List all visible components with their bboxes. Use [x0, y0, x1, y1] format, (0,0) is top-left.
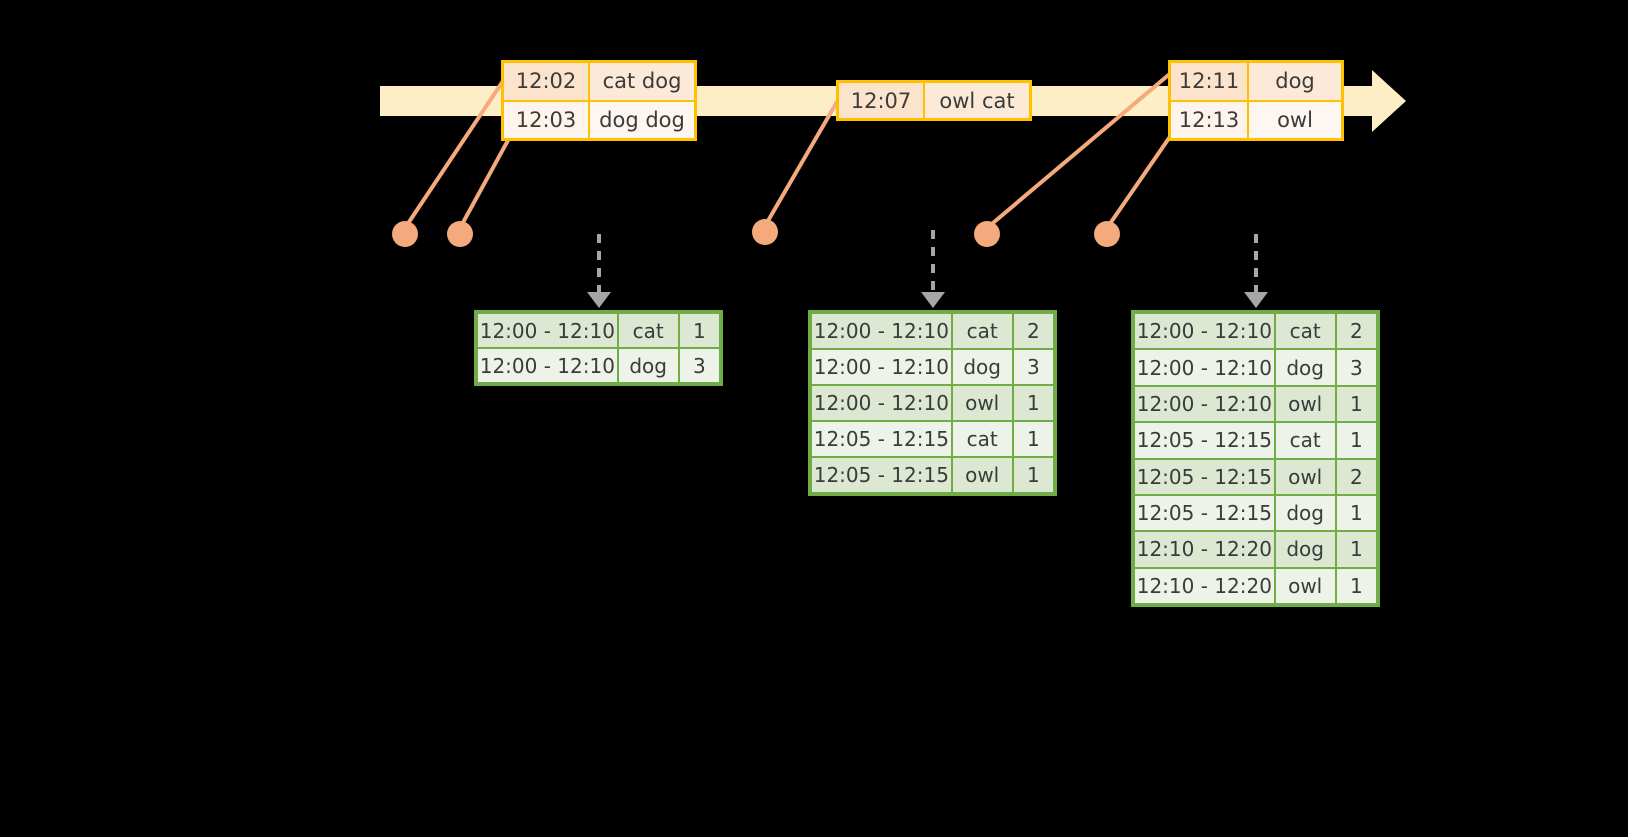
- event-row: 12:13 owl: [1171, 99, 1341, 138]
- table-row: 12:00 - 12:10 cat 2: [1135, 314, 1376, 349]
- cell-count: 2: [1013, 314, 1053, 348]
- cell-key: cat: [1275, 423, 1337, 458]
- table-row: 12:00 - 12:10 dog 3: [812, 348, 1053, 384]
- table-row: 12:00 - 12:10 owl 1: [1135, 384, 1376, 422]
- cell-window: 12:05 - 12:15: [1135, 423, 1276, 458]
- cell-key: cat: [952, 314, 1014, 348]
- event-time: 12:03: [504, 101, 590, 138]
- cell-window: 12:00 - 12:10: [478, 349, 619, 382]
- cell-window: 12:05 - 12:15: [812, 458, 953, 492]
- cell-count: 1: [1336, 423, 1376, 458]
- down-arrow-2-icon: [921, 230, 945, 308]
- cell-key: owl: [952, 458, 1014, 492]
- cell-key: cat: [618, 314, 680, 347]
- cell-key: dog: [952, 350, 1014, 384]
- cell-key: owl: [1275, 459, 1337, 494]
- cell-key: dog: [1275, 532, 1337, 567]
- event-row: 12:03 dog dog: [504, 99, 694, 138]
- event-time: 12:11: [1171, 63, 1249, 100]
- cell-key: owl: [1275, 386, 1337, 422]
- table-row: 12:00 - 12:10 cat 1: [478, 314, 719, 347]
- cell-key: cat: [952, 422, 1014, 456]
- cell-count: 1: [1013, 458, 1053, 492]
- event-words: cat dog: [590, 63, 694, 100]
- table-row: 12:10 - 12:20 dog 1: [1135, 530, 1376, 567]
- cell-count: 1: [1013, 386, 1053, 420]
- table-row: 12:00 - 12:10 cat 2: [812, 314, 1053, 348]
- event-row: 12:02 cat dog: [504, 63, 694, 100]
- table-row: 12:00 - 12:10 owl 1: [812, 384, 1053, 420]
- aggregate-table-3: 12:00 - 12:10 cat 2 12:00 - 12:10 dog 3 …: [1131, 310, 1380, 607]
- cell-key: dog: [1275, 350, 1337, 385]
- cell-count: 3: [1336, 350, 1376, 385]
- cell-window: 12:00 - 12:10: [478, 314, 619, 347]
- cell-window: 12:05 - 12:15: [1135, 459, 1276, 494]
- table-row: 12:05 - 12:15 owl 1: [812, 456, 1053, 492]
- event-row: 12:07 owl cat: [839, 83, 1029, 118]
- cell-count: 1: [1013, 422, 1053, 456]
- cell-window: 12:00 - 12:10: [812, 314, 953, 348]
- cell-count: 3: [679, 349, 719, 382]
- cell-key: owl: [952, 386, 1014, 420]
- cell-count: 1: [1336, 532, 1376, 567]
- cell-window: 12:00 - 12:10: [1135, 350, 1276, 385]
- cell-window: 12:00 - 12:10: [812, 386, 953, 420]
- cell-count: 1: [1336, 495, 1376, 531]
- cell-count: 1: [679, 314, 719, 347]
- cell-key: dog: [618, 349, 680, 382]
- table-row: 12:00 - 12:10 dog 3: [478, 347, 719, 382]
- event-words: dog: [1249, 63, 1341, 100]
- table-row: 12:05 - 12:15 cat 1: [812, 420, 1053, 456]
- down-arrow-3-icon: [1244, 234, 1268, 308]
- cell-key: dog: [1275, 495, 1337, 531]
- table-row: 12:05 - 12:15 owl 2: [1135, 457, 1376, 494]
- cell-window: 12:10 - 12:20: [1135, 568, 1276, 603]
- cell-count: 2: [1336, 459, 1376, 494]
- event-box-3: 12:11 dog 12:13 owl: [1168, 60, 1344, 141]
- aggregate-table-1: 12:00 - 12:10 cat 1 12:00 - 12:10 dog 3: [474, 310, 723, 386]
- cell-window: 12:05 - 12:15: [812, 422, 953, 456]
- event-time: 12:07: [839, 83, 925, 118]
- cell-window: 12:00 - 12:10: [1135, 386, 1276, 422]
- event-time: 12:02: [504, 63, 590, 100]
- cell-window: 12:05 - 12:15: [1135, 495, 1276, 531]
- table-row: 12:05 - 12:15 dog 1: [1135, 493, 1376, 531]
- cell-key: cat: [1275, 314, 1337, 349]
- timeline-arrow-head-icon: [1372, 70, 1406, 132]
- cell-key: owl: [1275, 568, 1337, 603]
- connector-dot-2: [447, 221, 473, 247]
- cell-count: 2: [1336, 314, 1376, 349]
- table-row: 12:05 - 12:15 cat 1: [1135, 421, 1376, 458]
- table-row: 12:00 - 12:10 dog 3: [1135, 348, 1376, 385]
- cell-count: 1: [1336, 386, 1376, 422]
- aggregate-table-2: 12:00 - 12:10 cat 2 12:00 - 12:10 dog 3 …: [808, 310, 1057, 496]
- connector-dot-4: [974, 221, 1000, 247]
- cell-count: 1: [1336, 568, 1376, 603]
- table-row: 12:10 - 12:20 owl 1: [1135, 566, 1376, 603]
- connector-dot-3: [752, 219, 778, 245]
- event-box-1: 12:02 cat dog 12:03 dog dog: [501, 60, 697, 141]
- cell-window: 12:00 - 12:10: [1135, 314, 1276, 349]
- down-arrow-1-icon: [587, 234, 611, 308]
- connector-dot-5: [1094, 221, 1120, 247]
- event-words: owl: [1249, 101, 1341, 138]
- cell-count: 3: [1013, 350, 1053, 384]
- cell-window: 12:10 - 12:20: [1135, 532, 1276, 567]
- event-words: dog dog: [590, 101, 694, 138]
- cell-window: 12:00 - 12:10: [812, 350, 953, 384]
- event-row: 12:11 dog: [1171, 63, 1341, 100]
- event-time: 12:13: [1171, 101, 1249, 138]
- connector-dot-1: [392, 221, 418, 247]
- event-box-2: 12:07 owl cat: [836, 80, 1032, 121]
- event-words: owl cat: [925, 83, 1029, 118]
